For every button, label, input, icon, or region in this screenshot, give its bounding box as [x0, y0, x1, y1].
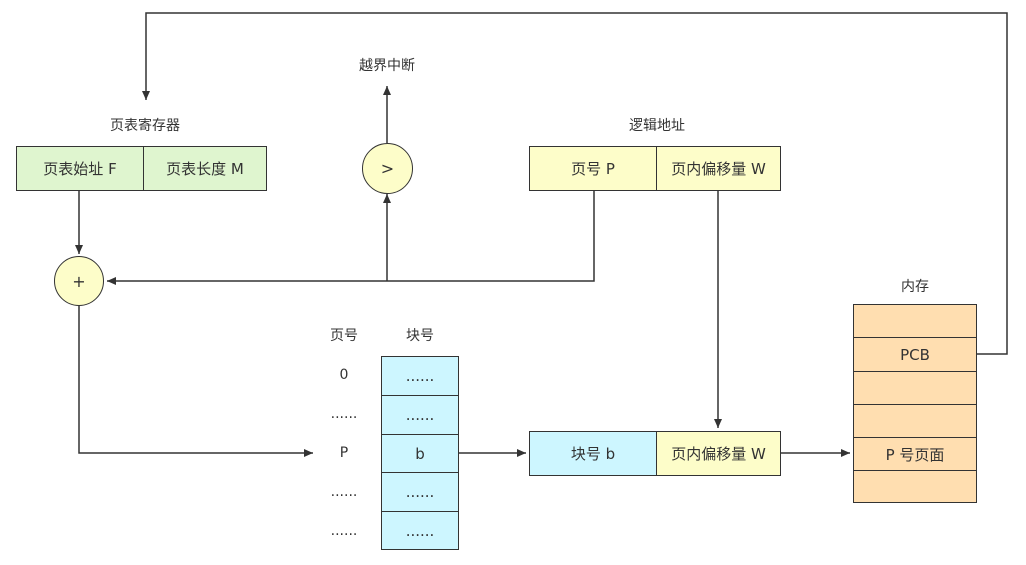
page-number-cell: ......	[330, 484, 358, 500]
memory-label: 内存	[901, 279, 929, 295]
block-number-header: 块号	[406, 328, 434, 344]
block-number-cell: ......	[381, 472, 459, 512]
memory-cell-page-p: P 号页面	[853, 437, 977, 471]
block-number-cell: ......	[381, 511, 459, 550]
add-operator: +	[54, 256, 104, 306]
logical-address-label: 逻辑地址	[629, 118, 685, 134]
page-number-cell: P	[339, 445, 349, 461]
page-to-adder-arrow	[107, 191, 595, 285]
page-number-cell: ......	[330, 523, 358, 539]
page-table-register-label: 页表寄存器	[110, 118, 180, 134]
physical-block-field: 块号 b	[529, 431, 657, 476]
logical-offset-field: 页内偏移量 W	[656, 146, 781, 191]
page-number-header: 页号	[330, 328, 358, 344]
memory-cell	[853, 371, 977, 405]
compare-operator: >	[362, 143, 413, 194]
page-table-start-field: 页表始址 F	[16, 146, 144, 191]
overflow-interrupt-label: 越界中断	[359, 58, 415, 74]
adder-to-table-arrow	[78, 306, 313, 457]
physical-offset-field: 页内偏移量 W	[656, 431, 781, 476]
memory-cell	[853, 304, 977, 338]
memory-cell	[853, 404, 977, 438]
page-number-cell: 0	[339, 367, 349, 383]
block-number-cell: ......	[381, 395, 459, 435]
page-table-length-field: 页表长度 M	[143, 146, 267, 191]
block-number-cell: ......	[381, 356, 459, 396]
pcb-to-register-arrow	[142, 12, 1008, 355]
memory-cell-pcb: PCB	[853, 337, 977, 372]
block-number-cell: b	[381, 434, 459, 473]
memory-cell	[853, 470, 977, 503]
page-number-cell: ......	[330, 406, 358, 422]
logical-page-number-field: 页号 P	[529, 146, 657, 191]
